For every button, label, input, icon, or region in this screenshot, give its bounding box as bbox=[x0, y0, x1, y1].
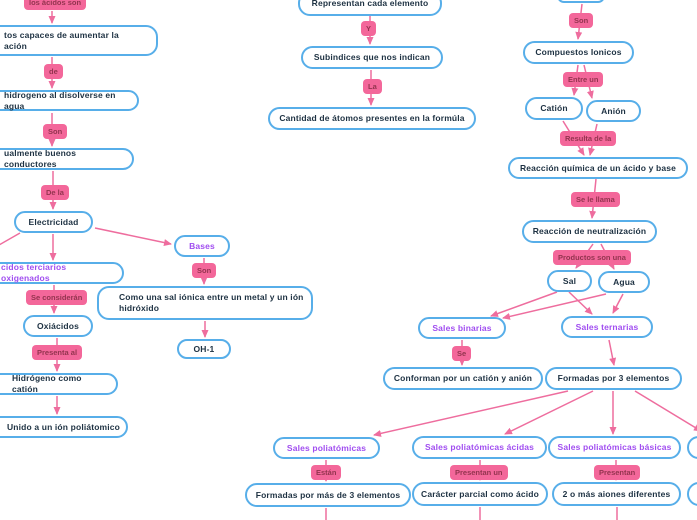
node-sales-binarias[interactable]: Sales binarias bbox=[418, 317, 506, 339]
node-sales-poliatomicas-acidas[interactable]: Sales poliatómicas ácidas bbox=[412, 436, 547, 459]
node-text-line: Electricidad bbox=[28, 216, 79, 227]
node-dos-o-mas-aiones[interactable]: 2 o más aiones diferentes bbox=[552, 482, 681, 506]
node-text-line: tos capaces de aumentar la bbox=[4, 29, 119, 40]
edge-label-entre-un[interactable]: Entre un bbox=[563, 72, 604, 87]
edge-label-presenta-al[interactable]: Presenta al bbox=[32, 345, 83, 360]
node-formadas-mas-3[interactable]: Formadas por más de 3 elementos bbox=[245, 483, 411, 507]
node-reaccion-neutralizacion[interactable]: Reacción de neutralización bbox=[522, 220, 657, 243]
node-conforman[interactable]: Conforman por un catión y anión bbox=[383, 367, 543, 390]
edge-label-de-la[interactable]: De la bbox=[41, 185, 69, 200]
connector-line bbox=[0, 232, 21, 246]
node-anion[interactable]: Anión bbox=[586, 100, 641, 122]
connector-line bbox=[490, 291, 558, 317]
node-sales-poliatomicas-basicas[interactable]: Sales poliatómicas básicas bbox=[548, 436, 681, 459]
node-text-line: 2 o más aiones diferentes bbox=[562, 488, 671, 499]
edge-label-son-1[interactable]: Son bbox=[43, 124, 68, 139]
node-text-line: Anión bbox=[601, 105, 626, 116]
edge-label-presentan-un[interactable]: Presentan un bbox=[450, 465, 508, 480]
connector-line bbox=[612, 293, 624, 314]
node-oxiacidos[interactable]: Oxiácidos bbox=[23, 315, 93, 337]
edge-label-presentan[interactable]: Presentan bbox=[594, 465, 641, 480]
edge-label-resulta-de-la[interactable]: Resulta de la bbox=[560, 131, 617, 146]
edge-label-se-le-llama[interactable]: Se le llama bbox=[571, 192, 620, 207]
node-text-line: Sales ternarias bbox=[575, 321, 639, 332]
edge-label-y[interactable]: Y bbox=[361, 21, 377, 36]
node-cantidad-atomos[interactable]: Cantidad de átomos presentes en la formú… bbox=[268, 107, 476, 130]
node-caracter-acido[interactable]: Carácter parcial como ácido bbox=[412, 482, 548, 506]
node-compuestos-ionicos[interactable]: Compuestos Ionicos bbox=[523, 41, 634, 64]
node-text-line: Reacción química de un ácido y base bbox=[520, 162, 676, 173]
edge-label-productos-son-una[interactable]: Productos son una bbox=[553, 250, 631, 265]
node-text-line: Subindices que nos indican bbox=[313, 52, 431, 62]
node-text-line: Sales binarias bbox=[432, 322, 492, 333]
node-text-line: hidróxido bbox=[119, 303, 160, 313]
node-text-line: Formadas por más de 3 elementos bbox=[255, 489, 401, 500]
node-text-line: Formadas por 3 elementos bbox=[557, 373, 670, 383]
node-text-line: Carácter parcial como ácido bbox=[421, 488, 539, 499]
node-text-line: Oxiácidos bbox=[37, 320, 79, 331]
node-representan[interactable]: Representan cada elemento bbox=[298, 0, 442, 16]
node-text-line: Catión bbox=[540, 103, 568, 113]
edge-label-estan[interactable]: Están bbox=[311, 465, 342, 480]
node-text-line: Reacción de neutralización bbox=[532, 226, 647, 236]
edge-label-son-2[interactable]: Son bbox=[192, 263, 217, 278]
connector-line bbox=[608, 339, 617, 366]
node-text-line: ualmente buenos conductores bbox=[4, 148, 77, 169]
node-formadas-3-elementos[interactable]: Formadas por 3 elementos bbox=[545, 367, 682, 390]
edge-label-son-3[interactable]: Son bbox=[569, 13, 594, 28]
node-cation[interactable]: Catión bbox=[525, 97, 583, 120]
node-unido-ion-poliatomico[interactable]: Unido a un ión poliátomico bbox=[0, 416, 128, 438]
node-text-line: Hidrógeno como catión bbox=[12, 373, 82, 394]
node-text-line: ación bbox=[4, 40, 27, 51]
node-text-line: Unido a un ión poliátomico bbox=[7, 421, 120, 432]
edge-label-los-acidos-son[interactable]: los ácidos son bbox=[24, 0, 87, 10]
node-hidrogeno-agua[interactable]: hidrogeno al disolverse en agua bbox=[0, 90, 139, 111]
node-text-line: Sales poliatómicas bbox=[286, 442, 367, 453]
node-text-line: Agua bbox=[613, 276, 635, 287]
node-bases[interactable]: Bases bbox=[174, 235, 230, 257]
node-como-sal-ionica[interactable]: Como una sal iónica entre un metal y un … bbox=[97, 286, 313, 320]
node-text-line: Compuestos Ionicos bbox=[535, 47, 622, 57]
node-agua[interactable]: Agua bbox=[598, 271, 650, 293]
node-text-line: Sales poliatómicas básicas bbox=[557, 442, 672, 452]
node-text-line: Como una sal iónica entre un metal y un … bbox=[119, 292, 304, 302]
node-reaccion-quimica[interactable]: Reacción química de un ácido y base bbox=[508, 157, 688, 179]
connector-line bbox=[568, 291, 593, 315]
node-terciarios-oxigenados[interactable]: cidos terciarios oxigenados bbox=[0, 262, 124, 284]
node-text-line: hidrogeno al disolverse en agua bbox=[4, 89, 116, 111]
connector-line bbox=[504, 390, 594, 435]
connector-line bbox=[94, 227, 172, 246]
node-sales-poliatomicas[interactable]: Sales poliatómicas bbox=[273, 437, 380, 459]
node-text-line: Sales poliatómicas ácidas bbox=[424, 442, 535, 452]
node-text-line: Sal bbox=[562, 275, 577, 286]
node-top-cut[interactable] bbox=[557, 0, 605, 3]
edge-label-se-consideran[interactable]: Se considerán bbox=[26, 290, 88, 305]
node-text-line: Representan cada elemento bbox=[311, 0, 429, 8]
connector-line bbox=[634, 390, 697, 432]
connector-line bbox=[373, 390, 569, 437]
node-oh1[interactable]: OH-1 bbox=[177, 339, 231, 359]
edge-label-la[interactable]: La bbox=[363, 79, 382, 94]
node-text-line: Bases bbox=[189, 240, 215, 251]
node-conductores[interactable]: ualmente buenos conductores bbox=[0, 148, 134, 170]
node-text-line: Cantidad de átomos presentes en la formú… bbox=[279, 113, 465, 123]
node-text-line: OH-1 bbox=[193, 343, 215, 354]
node-text-line: Conforman por un catión y anión bbox=[393, 373, 533, 383]
node-sal[interactable]: Sal bbox=[547, 270, 592, 292]
node-sales-ternarias[interactable]: Sales ternarias bbox=[561, 316, 653, 338]
node-subindices[interactable]: Subindices que nos indican bbox=[301, 46, 443, 69]
connector-line bbox=[502, 293, 607, 320]
edge-label-de[interactable]: de bbox=[44, 64, 63, 79]
node-hidrogeno-cation[interactable]: Hidrógeno como catión bbox=[0, 373, 118, 395]
edge-label-se[interactable]: Se bbox=[452, 346, 472, 361]
node-electricidad[interactable]: Electricidad bbox=[14, 211, 93, 233]
node-text-line: cidos terciarios oxigenados bbox=[1, 262, 67, 283]
